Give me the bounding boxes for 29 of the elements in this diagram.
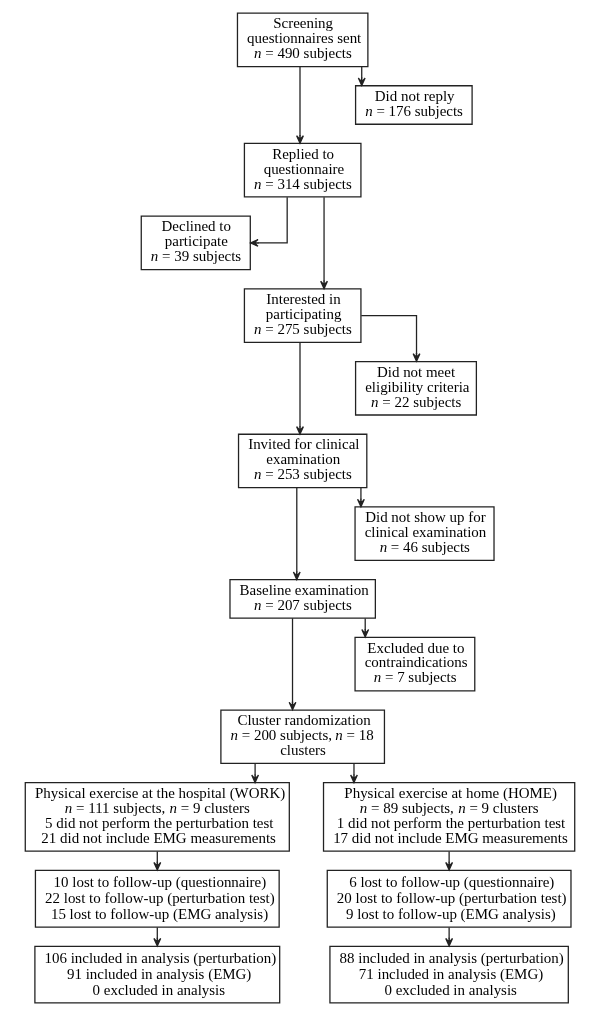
node-box: Physical exercise at home (HOME) n = 89 subjects, n = 9 clusters 1 did not perform the perturbation test 17 did not include EMG measurements xyxy=(322,782,576,852)
node-box: 10 lost to follow-up (questionnaire) 22 lost to follow-up (perturbation test) 15 lost to follow-up (EMG analysis) xyxy=(34,869,280,928)
node-box: Invited for clinical examination n = 253 subjects xyxy=(237,433,368,489)
arrow xyxy=(249,196,288,247)
arrow xyxy=(356,487,365,508)
node-box: Did not show up for clinical examination n = 46 subjects xyxy=(354,506,495,561)
arrow xyxy=(288,617,297,711)
node-box: Cluster randomization n = 200 subjects, n = 18 clusters xyxy=(220,709,386,765)
arrow xyxy=(296,66,304,144)
node-box: 106 included in analysis (perturbation) 91 included in analysis (EMG) 0 excluded in analysis xyxy=(34,945,281,1004)
arrow xyxy=(445,926,454,947)
arrow xyxy=(296,341,304,435)
node-box: 6 lost to follow-up (questionnaire) 20 lost to follow-up (perturbation test) 9 lost to follow-up (EMG analysis) xyxy=(326,869,572,928)
arrow xyxy=(445,850,454,871)
arrow xyxy=(251,763,260,784)
arrow xyxy=(360,314,421,362)
node-box: Interested in participating n = 275 subjects xyxy=(243,288,362,343)
node-box: Did not meet eligibility criteria n = 22 subjects xyxy=(354,360,477,416)
node-box: Baseline examination n = 207 subjects xyxy=(229,579,376,619)
node-box: Replied to questionnaire n = 314 subjects xyxy=(243,142,362,198)
node-box: Declined to participate n = 39 subjects xyxy=(140,215,251,271)
node-box: Excluded due to contraindications n = 7 subjects xyxy=(354,636,476,692)
node-box: 88 included in analysis (perturbation) 71 included in analysis (EMG) 0 excluded in analysis xyxy=(329,945,569,1004)
node-box: Screening questionnaires sent n = 490 subjects xyxy=(236,12,369,68)
arrow xyxy=(350,763,358,784)
arrow xyxy=(320,196,329,290)
node-box: Did not reply n = 176 subjects xyxy=(354,85,473,125)
arrow xyxy=(292,487,301,581)
node-box: Physical exercise at the hospital (WORK) n = 111 subjects, n = 9 clusters 5 did not perform the perturbation test 21 did not include EMG measurements xyxy=(24,782,290,852)
